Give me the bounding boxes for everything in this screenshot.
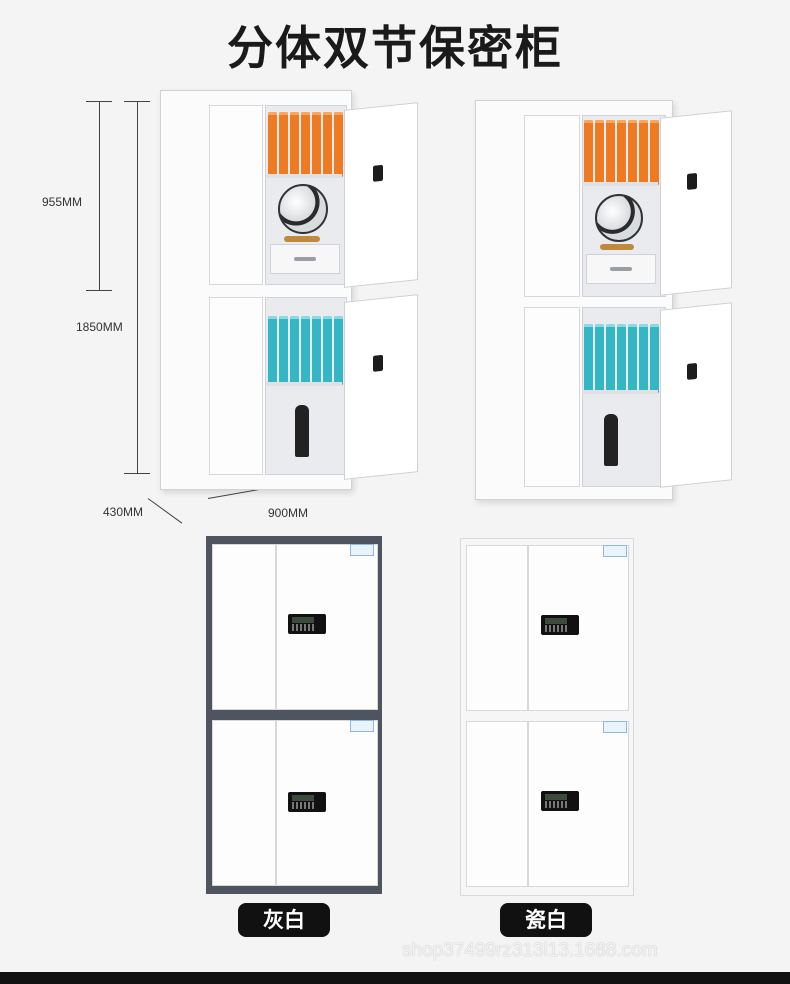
orange-folders-right (584, 120, 659, 185)
right-closed-door-upper (524, 115, 580, 297)
height-line-upper (99, 101, 100, 291)
label-sticker (350, 720, 374, 732)
keypad-lock-icon (541, 791, 579, 811)
open-cabinet-right (475, 100, 673, 500)
shelf (582, 182, 658, 186)
figurine-icon (295, 405, 309, 457)
lock-pad-icon (687, 362, 697, 380)
orange-folders-left (268, 112, 343, 177)
shelf (266, 174, 342, 178)
drawer (586, 254, 656, 284)
lower-left-door (212, 720, 276, 886)
depth-label: 430MM (103, 505, 144, 519)
height-tick-top (86, 101, 112, 102)
right-closed-door-lower (524, 307, 580, 487)
depth-line (147, 498, 183, 524)
lock-pad-icon (373, 164, 383, 182)
lower-left-door (466, 721, 528, 887)
upper-left-door (466, 545, 528, 711)
keypad-lock-icon (541, 615, 579, 635)
right-open-door-lower (660, 302, 732, 488)
shelf (266, 382, 342, 386)
left-closed-door-lower (209, 297, 263, 475)
bottom-bar (0, 972, 790, 984)
keypad-lock-icon (288, 614, 326, 634)
total-tick-bottom (124, 473, 150, 474)
variant-label-gray: 灰白 (238, 903, 330, 937)
teal-folders-right (584, 324, 659, 393)
label-sticker (603, 721, 627, 733)
total-tick-top (124, 101, 150, 102)
shelf (582, 390, 658, 394)
figurine-icon (604, 414, 618, 466)
left-open-door-lower (344, 294, 418, 480)
lock-pad-icon (687, 172, 697, 190)
width-label: 900MM (268, 506, 309, 520)
globe-icon (278, 184, 328, 234)
page-title: 分体双节保密柜 (227, 21, 563, 75)
upper-left-door (212, 544, 276, 710)
right-open-door-upper (660, 110, 732, 296)
keypad-lock-icon (288, 792, 326, 812)
label-sticker (350, 544, 374, 556)
teal-folders-left (268, 316, 343, 385)
height-line-total (137, 101, 138, 473)
upper-height-label: 955MM (42, 195, 83, 209)
drawer (270, 244, 340, 274)
lock-pad-icon (373, 354, 383, 372)
label-sticker (603, 545, 627, 557)
total-height-label: 1850MM (76, 320, 123, 334)
front-cabinet-white (460, 538, 634, 896)
left-open-door-upper (344, 102, 418, 288)
watermark: shop37499rz313l13.1688.com (402, 940, 658, 961)
left-closed-door-upper (209, 105, 263, 285)
globe-base (284, 236, 320, 242)
front-cabinet-gray (206, 536, 382, 894)
height-tick-mid (86, 290, 112, 291)
variant-label-white: 瓷白 (500, 903, 592, 937)
globe-base (600, 244, 634, 250)
globe-icon (595, 194, 643, 242)
